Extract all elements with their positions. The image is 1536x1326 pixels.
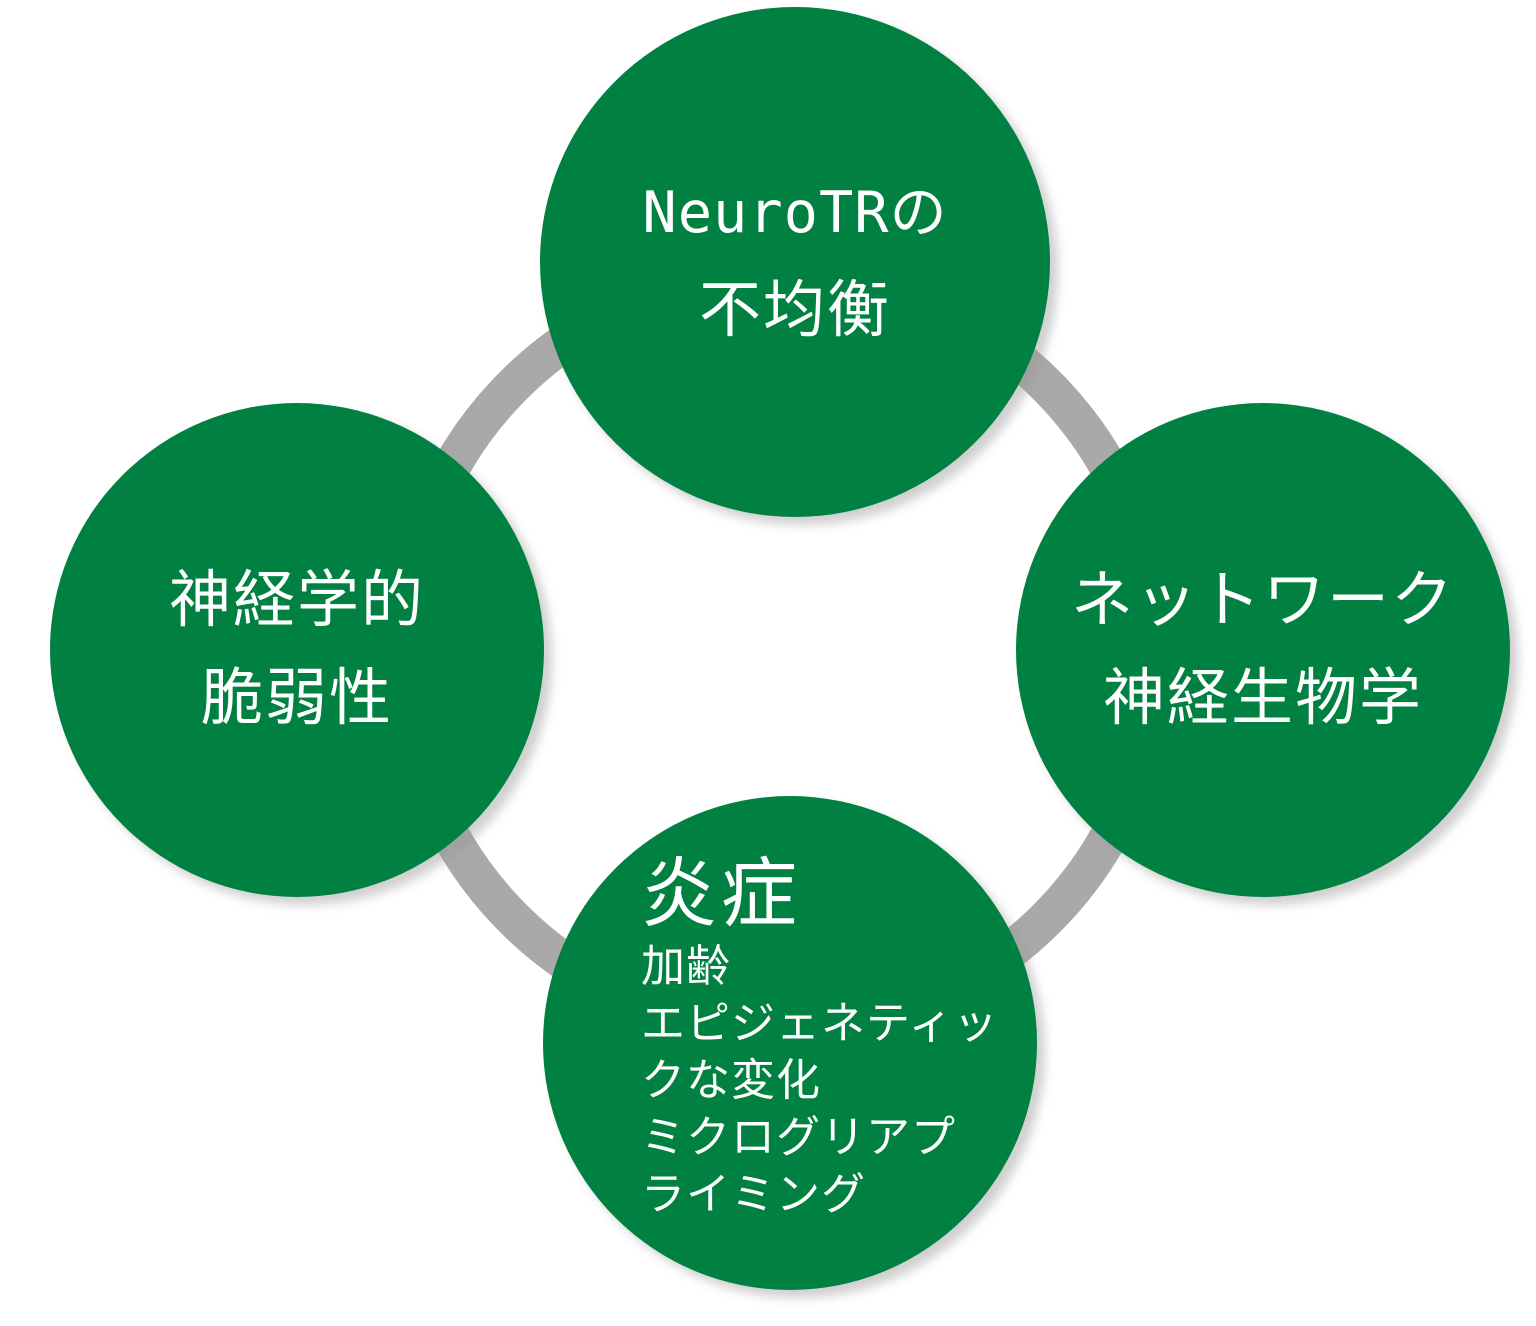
node-sub-line: エピジェネティッ (641, 999, 999, 1048)
node-sub-line: 加齢 (641, 942, 731, 991)
node-label-line: 神経学的 (168, 566, 425, 635)
node-label-line: ネットワーク (1070, 566, 1455, 635)
node-sub-line: クな変化 (641, 1056, 821, 1105)
node-label: ネットワーク 神経生物学 (1071, 552, 1455, 748)
node-neurotr-imbalance: NeuroTRの 不均衡 (540, 7, 1050, 517)
node-inflammation: 炎症 加齢 エピジェネティッ クな変化 ミクログリアプ ライミング (543, 796, 1037, 1290)
node-label-line: 脆弱性 (200, 664, 393, 733)
node-label-line: 神経生物学 (1102, 664, 1423, 733)
node-sub-line: ミクログリアプ (641, 1113, 956, 1162)
node-label-line: NeuroTRの (642, 180, 948, 246)
node-sub-line: ライミング (641, 1170, 866, 1219)
node-label: NeuroTRの 不均衡 (642, 164, 947, 360)
node-label: 神経学的 脆弱性 (169, 552, 425, 748)
node-neurological-vulnerability: 神経学的 脆弱性 (50, 403, 544, 897)
node-title: 炎症 (641, 852, 801, 937)
node-label: 炎症 加齢 エピジェネティッ クな変化 ミクログリアプ ライミング (641, 852, 998, 1223)
node-network-neurobiology: ネットワーク 神経生物学 (1016, 403, 1510, 897)
node-label-line: 不均衡 (698, 276, 891, 345)
